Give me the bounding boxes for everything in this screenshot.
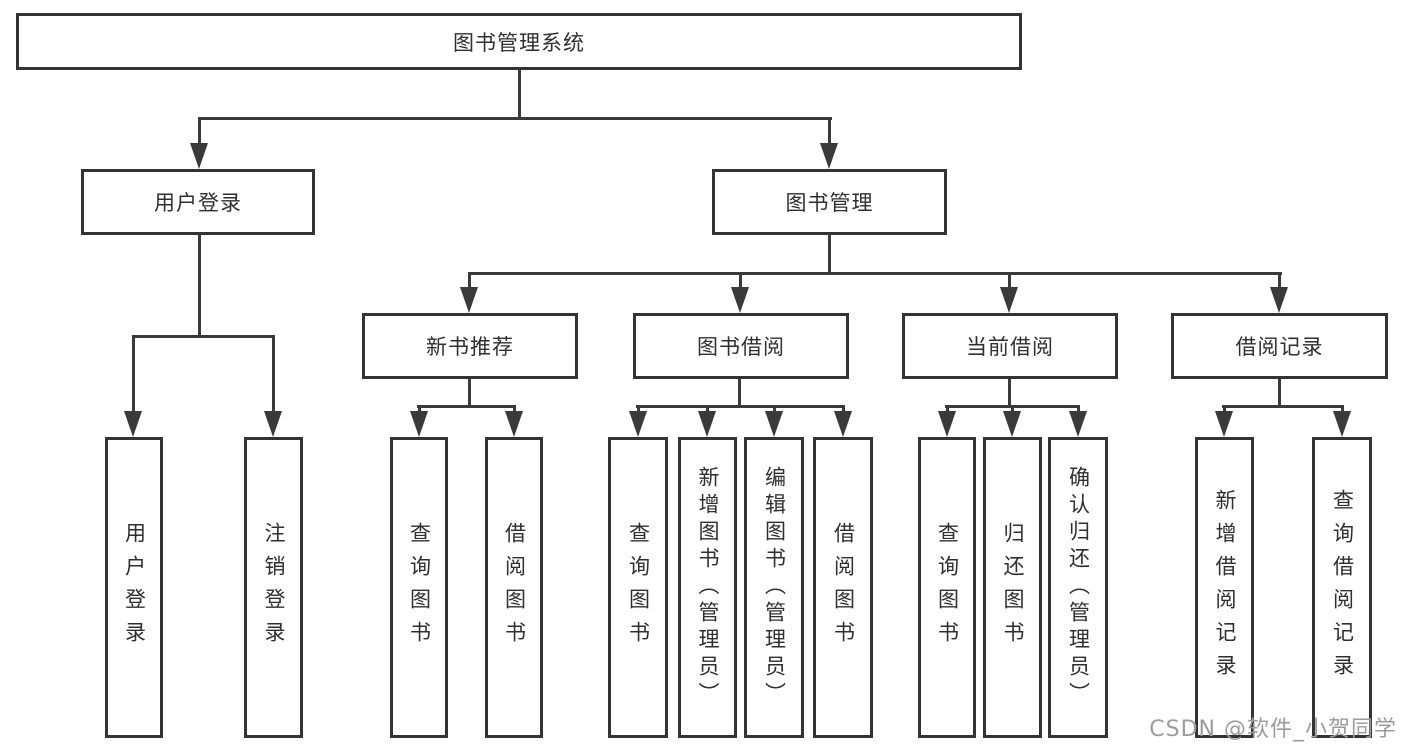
node-user-login: 用户登录: [81, 169, 315, 235]
connector-borrow-stem: [738, 379, 741, 407]
connector-recommend-bar: [417, 405, 516, 408]
node-current-borrow-label: 当前借阅: [966, 335, 1054, 359]
node-current-borrow: 当前借阅: [902, 313, 1118, 379]
connector-borrow-arm-3: [773, 405, 776, 413]
node-leaf-label: 编辑图书（管理员）: [762, 466, 787, 709]
node-leaf-current-confirm-return-admin: 确认归还（管理员）: [1048, 437, 1108, 738]
node-leaf-label: 注销登录: [262, 521, 286, 654]
node-leaf-user-login: 用户登录: [105, 437, 163, 738]
node-leaf-label: 新增借阅记录: [1213, 488, 1237, 687]
node-root-label: 图书管理系统: [453, 30, 585, 55]
node-leaf-label: 查询借阅记录: [1330, 488, 1355, 687]
node-book-borrow-label: 图书借阅: [697, 335, 785, 359]
arrow-down-icon: [460, 287, 478, 313]
connector-borrow-arm-2: [706, 405, 709, 413]
connector-records-stem: [1278, 379, 1281, 407]
connector-bookmgmt-bar: [468, 272, 1282, 275]
connector-current-stem: [1008, 379, 1011, 407]
arrow-down-icon: [629, 411, 647, 437]
connector-borrow-arm-4: [842, 405, 845, 413]
node-leaf-label: 借阅图书: [831, 521, 856, 654]
arrow-down-icon: [834, 411, 852, 437]
node-new-book-recommend: 新书推荐: [362, 313, 578, 379]
node-leaf-records-add-record: 新增借阅记录: [1195, 437, 1254, 738]
watermark: CSDN @软件_小贺同学: [1149, 717, 1397, 742]
node-leaf-logout: 注销登录: [244, 437, 303, 738]
node-borrow-records: 借阅记录: [1171, 313, 1388, 379]
arrow-down-icon: [765, 411, 783, 437]
connector-root-arm-right: [828, 117, 831, 145]
arrow-down-icon: [1000, 287, 1018, 313]
node-book-management: 图书管理: [712, 169, 947, 235]
connector-bookmgmt-arm-1: [468, 272, 471, 289]
node-root: 图书管理系统: [16, 13, 1022, 70]
connector-borrow-arm-1: [637, 405, 640, 413]
node-leaf-current-return-book: 归还图书: [983, 437, 1042, 738]
node-leaf-label: 用户登录: [122, 521, 147, 654]
node-leaf-recommend-borrow-book: 借阅图书: [485, 437, 543, 738]
connector-records-arm-1: [1223, 405, 1226, 413]
node-user-login-label: 用户登录: [154, 191, 242, 215]
arrow-down-icon: [1215, 411, 1233, 437]
connector-recommend-arm-2: [513, 405, 516, 413]
arrow-down-icon: [1003, 411, 1021, 437]
arrow-down-icon: [1069, 411, 1087, 437]
node-leaf-label: 归还图书: [1001, 521, 1025, 654]
arrow-down-icon: [1333, 411, 1351, 437]
connector-recommend-arm-1: [418, 405, 421, 413]
connector-userlogin-bar: [133, 335, 275, 338]
node-borrow-records-label: 借阅记录: [1235, 335, 1324, 359]
arrow-down-icon: [124, 411, 142, 437]
arrow-down-icon: [938, 411, 956, 437]
node-leaf-label: 查询图书: [626, 521, 651, 654]
node-book-borrow: 图书借阅: [633, 313, 849, 379]
connector-userlogin-stem: [198, 234, 201, 338]
arrow-down-icon: [820, 143, 838, 169]
connector-root-bar: [198, 117, 832, 120]
node-leaf-label: 确认归还（管理员）: [1066, 466, 1091, 709]
connector-root-stem: [518, 69, 521, 119]
node-leaf-records-query-record: 查询借阅记录: [1312, 437, 1372, 738]
connector-current-arm-2: [1011, 405, 1014, 413]
connector-current-arm-1: [946, 405, 949, 413]
arrow-down-icon: [264, 411, 282, 437]
arrow-down-icon: [410, 411, 428, 437]
connector-root-arm-left: [198, 117, 201, 145]
connector-bookmgmt-arm-4: [1278, 272, 1281, 289]
connector-bookmgmt-stem: [828, 234, 831, 275]
node-leaf-borrow-query-book: 查询图书: [608, 437, 668, 738]
node-leaf-label: 查询图书: [935, 521, 960, 654]
connector-bookmgmt-arm-3: [1008, 272, 1011, 289]
connector-userlogin-arm-left: [132, 335, 135, 413]
arrow-down-icon: [1270, 287, 1288, 313]
arrow-down-icon: [505, 411, 523, 437]
node-leaf-borrow-edit-book-admin: 编辑图书（管理员）: [744, 437, 804, 738]
node-book-management-label: 图书管理: [785, 191, 874, 215]
node-leaf-label: 查询图书: [407, 521, 432, 654]
node-leaf-current-query-book: 查询图书: [918, 437, 976, 738]
connector-records-bar: [1222, 405, 1344, 408]
connector-current-arm-3: [1077, 405, 1080, 413]
node-leaf-recommend-query-book: 查询图书: [390, 437, 448, 738]
arrow-down-icon: [698, 411, 716, 437]
node-leaf-borrow-add-book-admin: 新增图书（管理员）: [678, 437, 737, 738]
connector-records-arm-2: [1341, 405, 1344, 413]
arrow-down-icon: [190, 143, 208, 169]
connector-userlogin-arm-right: [272, 335, 275, 413]
node-leaf-borrow-borrow-book: 借阅图书: [813, 437, 873, 738]
node-leaf-label: 新增图书（管理员）: [696, 466, 720, 709]
connector-bookmgmt-arm-2: [739, 272, 742, 289]
node-new-book-recommend-label: 新书推荐: [426, 335, 514, 359]
node-leaf-label: 借阅图书: [502, 521, 527, 654]
connector-borrow-bar: [636, 405, 845, 408]
arrow-down-icon: [731, 287, 749, 313]
connector-recommend-stem: [468, 379, 471, 407]
